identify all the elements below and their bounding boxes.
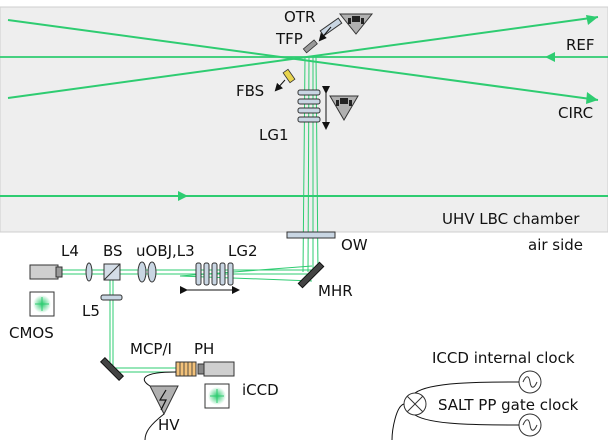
lg2-stack xyxy=(180,262,240,294)
lower-mirror xyxy=(99,356,125,382)
mhr-mirror xyxy=(297,261,325,289)
label-otr: OTR xyxy=(284,8,315,26)
label-iccd-clock: ICCD internal clock xyxy=(432,349,575,367)
label-mhr: MHR xyxy=(318,282,353,300)
label-ref: REF xyxy=(566,36,595,54)
lg1-stack xyxy=(297,86,359,130)
label-salt-clock: SALT PP gate clock xyxy=(438,396,579,414)
label-lg2: LG2 xyxy=(228,242,258,260)
label-fbs: FBS xyxy=(236,82,264,100)
label-l5: L5 xyxy=(82,302,100,320)
iccd-spot-icon xyxy=(204,383,230,409)
label-iccd: iCCD xyxy=(242,381,279,399)
otr-group xyxy=(318,13,374,42)
air-side-beams xyxy=(40,265,313,373)
clock-section xyxy=(391,370,542,440)
circ-arrow-left-icon xyxy=(586,92,598,104)
ow-window xyxy=(286,231,336,239)
cmos-camera xyxy=(29,264,63,280)
uobj-l3 xyxy=(137,261,157,283)
label-circ: CIRC xyxy=(558,104,593,122)
circ-arrow-right-icon xyxy=(586,15,598,25)
iccd-assembly xyxy=(175,361,235,377)
fbs-group xyxy=(274,68,296,92)
label-mcp-i: MCP/I xyxy=(130,340,172,358)
label-lg1: LG1 xyxy=(259,126,289,144)
cmos-spot-icon xyxy=(29,291,55,317)
label-l4: L4 xyxy=(61,242,79,260)
label-ph: PH xyxy=(194,340,214,358)
label-chamber: UHV LBC chamber xyxy=(442,210,580,228)
hv-amplifier xyxy=(143,371,179,440)
label-ow: OW xyxy=(341,236,368,254)
label-tfp: TFP xyxy=(275,30,303,48)
label-cmos: CMOS xyxy=(9,324,54,342)
l4-lens xyxy=(85,262,93,282)
ref-arrow-icon xyxy=(545,52,555,62)
label-hv: HV xyxy=(158,416,180,434)
tfp-foil xyxy=(302,39,318,54)
beam-splitter xyxy=(103,263,121,281)
beam-arrow-icon xyxy=(178,191,188,201)
l5-lens xyxy=(100,294,123,301)
label-bs: BS xyxy=(103,242,123,260)
label-uobj-l3: uOBJ,L3 xyxy=(136,242,195,260)
label-air-side: air side xyxy=(528,236,583,254)
